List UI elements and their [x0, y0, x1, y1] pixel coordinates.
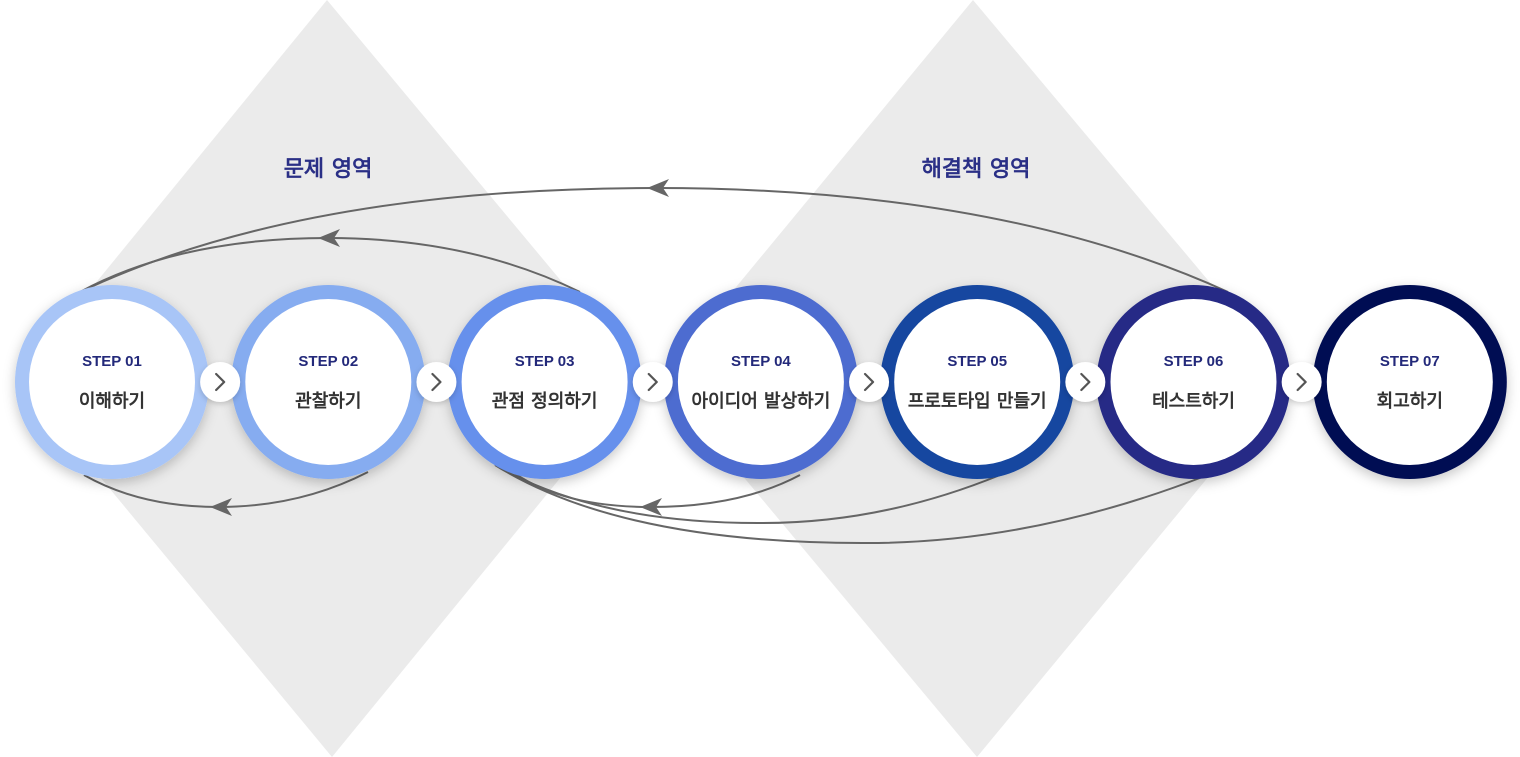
step-inner-circle — [677, 299, 844, 465]
loop-step06-to-step03 — [494, 464, 1206, 545]
step-04: STEP 04 아이디어 발상하기 — [663, 285, 858, 479]
next-step-connector — [849, 362, 890, 402]
step-title: 회고하기 — [1377, 391, 1443, 412]
solution-area-title: 해결책 영역 — [922, 157, 1031, 182]
step-title: 관점 정의하기 — [492, 391, 598, 412]
step-inner-circle — [1326, 299, 1493, 465]
step-03: STEP 03 관점 정의하기 — [447, 285, 642, 479]
next-step-connector — [1281, 362, 1322, 402]
next-step-connector — [1065, 362, 1106, 402]
step-inner-circle — [29, 299, 195, 465]
step-title: 이해하기 — [79, 391, 145, 412]
step-number: STEP 03 — [515, 353, 575, 370]
connector-circle — [1281, 362, 1322, 402]
step-title: 아이디어 발상하기 — [692, 391, 831, 412]
chevron-right-icon — [1296, 372, 1307, 392]
step-number: STEP 07 — [1380, 353, 1440, 370]
step-title: 테스트하기 — [1152, 391, 1235, 412]
next-step-connector — [416, 362, 457, 402]
step-01: STEP 01 이해하기 — [15, 285, 209, 479]
step-02: STEP 02 관찰하기 — [231, 285, 426, 479]
step-number: STEP 01 — [82, 353, 142, 370]
step-05: STEP 05 프로토타입 만들기 — [880, 285, 1075, 479]
step-07: STEP 07 회고하기 — [1312, 285, 1507, 479]
step-number: STEP 05 — [947, 353, 1007, 370]
step-inner-circle — [894, 299, 1061, 465]
step-connectors — [200, 362, 1322, 402]
connector-circle — [416, 362, 457, 402]
arrow-head-icon — [640, 498, 662, 516]
step-title: 관찰하기 — [295, 391, 361, 412]
chevron-right-icon — [647, 372, 658, 392]
arrow-head-icon — [318, 229, 340, 247]
step-number: STEP 04 — [731, 353, 791, 370]
step-inner-circle — [461, 299, 628, 465]
connector-circle — [849, 362, 890, 402]
problem-area-title: 문제 영역 — [284, 157, 373, 182]
step-06: STEP 06 테스트하기 — [1096, 285, 1291, 479]
step-number: STEP 02 — [298, 353, 358, 370]
next-step-connector — [200, 362, 241, 402]
chevron-right-icon — [1080, 372, 1091, 392]
arrow-head-icon — [210, 498, 232, 516]
arrow-head-icon — [647, 179, 669, 197]
step-title: 프로토타입 만들기 — [908, 390, 1047, 412]
step-inner-circle — [1110, 299, 1277, 465]
chevron-right-icon — [863, 372, 875, 392]
next-step-connector — [632, 362, 673, 402]
chevron-right-icon — [215, 372, 226, 392]
step-number: STEP 06 — [1164, 353, 1224, 370]
step-inner-circle — [245, 299, 412, 465]
feedback-loops — [79, 179, 1229, 545]
connector-circle — [1065, 362, 1106, 402]
connector-circle — [632, 362, 673, 402]
connector-circle — [200, 362, 241, 402]
chevron-right-icon — [431, 372, 442, 392]
